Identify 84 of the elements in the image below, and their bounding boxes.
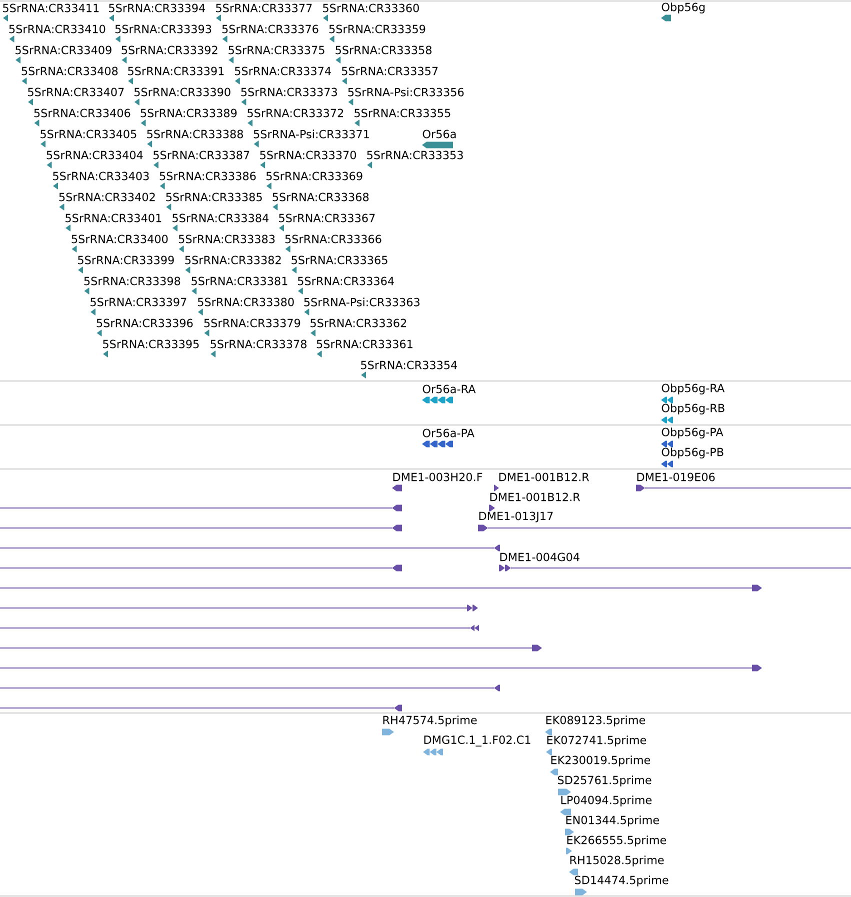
feature-label: Obp56g xyxy=(662,2,705,14)
feature-label: 5SrRNA:CR33377 xyxy=(216,4,312,12)
feature-label: 5SrRNA:CR33374 xyxy=(234,66,331,76)
feature-label: RH15028.5prime xyxy=(570,856,664,866)
feature-label: 5SrRNA:CR33379 xyxy=(204,318,300,328)
feature-label: 5SrRNA:CR33364 xyxy=(298,276,394,286)
feature-label: 5SrRNA:CR33391 xyxy=(128,66,224,76)
feature-label: 5SrRNA:CR33375 xyxy=(228,46,324,54)
feature-label: EK266555.5prime xyxy=(567,836,666,846)
feature-label: 5SrRNA:CR33402 xyxy=(59,192,155,202)
feature-label: 5SrRNA:CR33388 xyxy=(147,130,243,138)
feature-label: 5SrRNA:CR33368 xyxy=(272,192,369,202)
feature-label: Or56a-RA xyxy=(422,384,476,394)
feature-label: 5SrRNA:CR33392 xyxy=(122,46,218,54)
feature-label: 5SrRNA:CR33355 xyxy=(354,108,450,118)
feature-label: 5SrRNA-Psi:CR33363 xyxy=(304,298,420,306)
feature-label: 5SrRNA:CR33380 xyxy=(198,298,294,306)
feature-label: 5SrRNA:CR33369 xyxy=(266,172,362,180)
feature-label: 5SrRNA:CR33367 xyxy=(279,214,375,222)
feature-label: SD25761.5prime xyxy=(558,776,652,786)
feature-label: 5SrRNA:CR33395 xyxy=(103,340,199,348)
feature-label: 5SrRNA:CR33384 xyxy=(172,214,269,222)
feature-label: 5SrRNA:CR33405 xyxy=(40,130,136,138)
feature-label: 5SrRNA:CR33400 xyxy=(72,234,168,244)
feature-label: EK089123.5prime xyxy=(546,716,646,726)
feature-label: 5SrRNA:CR33390 xyxy=(134,88,230,96)
feature-label: Obp56g-RB xyxy=(662,404,724,414)
feature-label: 5SrRNA:CR33385 xyxy=(166,192,262,202)
feature-label: 5SrRNA:CR33378 xyxy=(210,340,306,348)
feature-label: EK230019.5prime xyxy=(551,756,650,766)
feature-label: 5SrRNA:CR33401 xyxy=(66,214,162,222)
feature-label: EK072741.5prime xyxy=(547,736,646,746)
feature-label: DME1-013J17 xyxy=(479,512,553,522)
feature-label: 5SrRNA:CR33386 xyxy=(160,172,256,180)
feature-label: Obp56g-RA xyxy=(662,384,725,394)
feature-label: Obp56g-PB xyxy=(662,448,724,458)
feature-label: DME1-019E06 xyxy=(637,472,715,482)
feature-label: 5SrRNA:CR33358 xyxy=(336,46,432,54)
feature-label: DME1-003H20.F xyxy=(393,472,482,482)
feature-label: SD14474.5prime xyxy=(574,876,668,886)
feature-label: 5SrRNA:CR33393 xyxy=(115,24,212,34)
feature-label: LP04094.5prime xyxy=(561,796,652,806)
feature-label: 5SrRNA:CR33404 xyxy=(46,150,143,160)
feature-label: DME1-001B12.R xyxy=(499,472,590,482)
feature-label: 5SrRNA:CR33365 xyxy=(292,256,388,264)
feature-label: 5SrRNA:CR33407 xyxy=(28,88,124,96)
feature-label: 5SrRNA:CR33411 xyxy=(3,4,99,12)
feature-label: 5SrRNA:CR33373 xyxy=(241,88,337,96)
feature-label: 5SrRNA:CR33394 xyxy=(109,4,206,12)
feature-label: 5SrRNA:CR33382 xyxy=(185,256,281,264)
feature-label: 5SrRNA:CR33389 xyxy=(140,108,237,118)
feature-label: Or56a-PA xyxy=(422,428,474,438)
feature-label: 5SrRNA:CR33357 xyxy=(342,66,438,76)
feature-label: DME1-001B12.R xyxy=(490,492,580,502)
feature-label: RH47574.5prime xyxy=(383,716,477,726)
feature-label: EN01344.5prime xyxy=(566,816,659,826)
feature-label: Or56a xyxy=(422,130,456,138)
feature-label: 5SrRNA:CR33354 xyxy=(361,360,458,370)
feature-label: 5SrRNA:CR33376 xyxy=(222,24,318,34)
feature-label: 5SrRNA:CR33409 xyxy=(16,46,112,54)
feature-label: 5SrRNA:CR33399 xyxy=(78,256,174,264)
feature-label: 5SrRNA:CR33353 xyxy=(367,150,463,160)
feature-label: 5SrRNA:CR33410 xyxy=(9,24,106,34)
feature-label: 5SrRNA-Psi:CR33371 xyxy=(254,130,369,138)
feature-label: 5SrRNA:CR33372 xyxy=(248,108,344,118)
feature-label: 5SrRNA:CR33396 xyxy=(96,318,193,328)
feature-label: 5SrRNA:CR33403 xyxy=(53,172,149,180)
feature-label: 5SrRNA:CR33381 xyxy=(192,276,288,286)
feature-label: 5SrRNA:CR33398 xyxy=(84,276,180,286)
feature-label: DME1-004G04 xyxy=(500,552,580,562)
feature-label: 5SrRNA:CR33387 xyxy=(154,150,250,160)
feature-label: DMG1C.1_1.F02.C1 xyxy=(424,736,530,746)
feature-label: 5SrRNA:CR33361 xyxy=(316,340,412,348)
feature-label: 5SrRNA:CR33366 xyxy=(285,234,382,244)
feature-label: 5SrRNA-Psi:CR33356 xyxy=(348,88,464,96)
feature-label: 5SrRNA:CR33397 xyxy=(90,298,186,306)
feature-label: 5SrRNA:CR33359 xyxy=(329,24,426,34)
feature-label: Obp56g-PA xyxy=(662,428,724,438)
feature-label: 5SrRNA:CR33370 xyxy=(260,150,356,160)
feature-label: 5SrRNA:CR33360 xyxy=(323,4,419,12)
feature-label: 5SrRNA:CR33383 xyxy=(178,234,275,244)
feature-label: 5SrRNA:CR33408 xyxy=(22,66,118,76)
feature-label: 5SrRNA:CR33406 xyxy=(34,108,130,118)
feature-label: 5SrRNA:CR33362 xyxy=(310,318,406,328)
